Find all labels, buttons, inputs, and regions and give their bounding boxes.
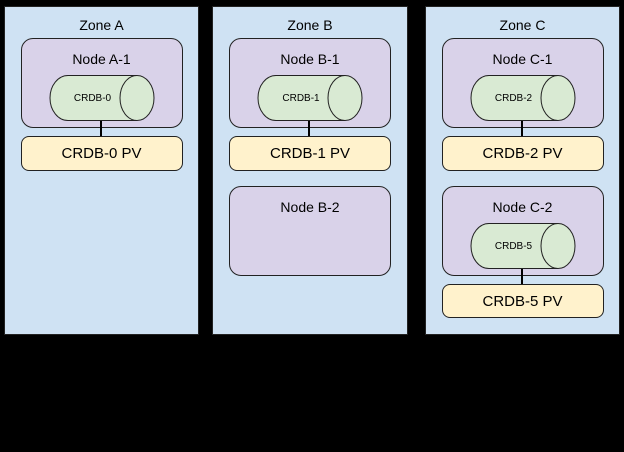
node-label: Node C-2 <box>492 199 553 215</box>
cylinder-shape <box>257 75 363 121</box>
pod-pv-connector <box>99 121 102 137</box>
crdb-pod-cylinder: CRDB-5 <box>470 223 576 269</box>
pod-label: CRDB-0 <box>73 92 112 104</box>
cylinder-shape <box>470 75 575 121</box>
node-c2: Node C-2 CRDB-5 <box>441 186 604 276</box>
zone-label: Zone C <box>499 17 546 33</box>
pod-pv-connector <box>520 269 523 285</box>
node-b1: Node B-1 CRDB-1 <box>229 38 391 128</box>
pv-label: CRDB-5 PV <box>482 292 563 310</box>
pod-label: CRDB-5 <box>494 240 533 252</box>
pv-box: CRDB-1 PV <box>229 136 391 171</box>
node-label: Node B-2 <box>280 199 340 215</box>
pod-pv-connector <box>308 121 310 137</box>
crdb-pod-cylinder: CRDB-0 <box>49 75 155 121</box>
pv-box: CRDB-0 PV <box>20 136 183 171</box>
zone-label: Zone B <box>287 17 333 33</box>
node-label: Node A-1 <box>72 51 131 67</box>
pv-label: CRDB-2 PV <box>482 145 563 162</box>
zone-c: Zone C Node C-1 CRDB-2 CRDB-2 PV Node C-… <box>425 6 620 335</box>
node-a1: Node A-1 CRDB-0 <box>20 38 183 128</box>
pod-label: CRDB-2 <box>494 92 533 104</box>
zone-label: Zone A <box>79 17 124 33</box>
zone-a: Zone A Node A-1 CRDB-0 CRDB-0 PV <box>4 6 199 335</box>
node-c1: Node C-1 CRDB-2 <box>441 38 604 128</box>
cylinder-shape <box>470 223 575 269</box>
pod-pv-connector <box>520 121 523 137</box>
pv-label: CRDB-1 PV <box>269 145 351 162</box>
cylinder-shape <box>49 75 154 121</box>
pod-label: CRDB-1 <box>282 92 320 104</box>
zone-b: Zone B Node B-1 CRDB-1 CRDB-1 PV Node B-… <box>212 6 408 335</box>
pv-box: CRDB-5 PV <box>441 284 604 318</box>
crdb-pod-cylinder: CRDB-2 <box>470 75 576 121</box>
crdb-pod-cylinder: CRDB-1 <box>257 75 363 121</box>
pv-label: CRDB-0 PV <box>61 145 142 162</box>
node-label: Node C-1 <box>492 51 553 67</box>
node-label: Node B-1 <box>280 51 340 67</box>
pv-box: CRDB-2 PV <box>441 136 604 171</box>
node-b2: Node B-2 <box>229 186 391 276</box>
